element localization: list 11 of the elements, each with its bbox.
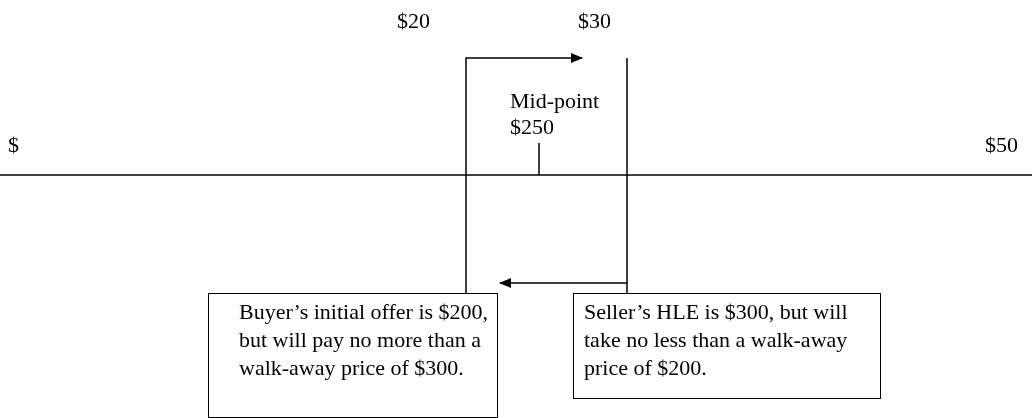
arrow <box>499 278 628 294</box>
price-label: $30 <box>578 8 611 34</box>
text-box <box>573 293 881 399</box>
axis-end-label: $50 <box>985 132 1018 158</box>
arrow <box>465 53 583 294</box>
midpoint-label: Mid-point $250 <box>510 88 601 140</box>
price-label: $20 <box>397 8 430 34</box>
box-text: Seller’s HLE is $300, but will take no less than a walk-away price of $200. <box>584 298 849 382</box>
axis-end-label: $ <box>8 132 19 158</box>
box-text: Buyer’s initial offer is $200, but will pay no more than a walk-away price of $300. <box>239 298 489 382</box>
text-box <box>208 293 498 418</box>
